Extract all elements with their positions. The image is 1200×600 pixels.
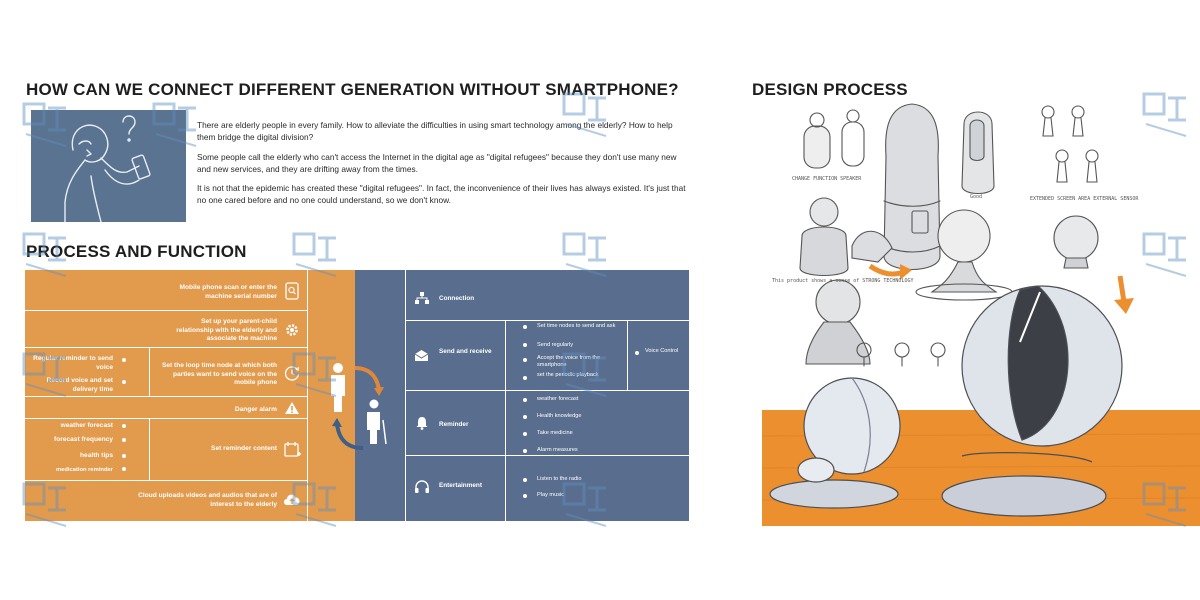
elderly-person-icon xyxy=(64,115,151,222)
divider xyxy=(149,418,150,480)
regular-reminder-text: Regular reminder to send voice xyxy=(33,355,113,371)
bullet-dot xyxy=(122,467,126,471)
bullet-dot xyxy=(523,398,527,402)
send-item-4: set the periodic playback xyxy=(537,372,599,378)
bullet-dot xyxy=(122,358,126,362)
send-item-3: Accept the voice from the smartphone xyxy=(537,355,601,369)
blue-panel-elder-side xyxy=(355,270,689,521)
record-voice-text: Record voice and set delivery time xyxy=(46,377,113,393)
reminder-item-2: Health knowledge xyxy=(537,413,582,419)
bullet-dot xyxy=(523,449,527,453)
bullet-dot xyxy=(523,343,527,347)
sketch-note-1: CHANGE FUNCTION SPEAKER xyxy=(792,176,862,182)
bullet-dot xyxy=(523,376,527,380)
sketch-note-4: This product shows a sense of STRONG TEC… xyxy=(772,278,913,284)
divider xyxy=(505,320,506,521)
calendar-add-icon xyxy=(284,442,301,457)
divider xyxy=(25,396,307,397)
warning-icon xyxy=(285,402,299,414)
divider xyxy=(25,418,307,419)
entertainment-item-1: Listen to the radio xyxy=(537,476,582,482)
bullet-dot xyxy=(523,325,527,329)
divider xyxy=(149,347,150,396)
connection-label: Connection xyxy=(439,295,475,302)
cloud-upload-text: Cloud uploads videos and audios that are… xyxy=(138,492,277,508)
title-process-and-function: PROCESS AND FUNCTION xyxy=(26,242,247,261)
title-connect-generations: HOW CAN WE CONNECT DIFFERENT GENERATION … xyxy=(26,80,679,99)
entertainment-item-2: Play music xyxy=(537,492,565,498)
bullet-dot xyxy=(122,438,126,442)
bell-icon xyxy=(416,417,428,430)
send-receive-label: Send and receive xyxy=(439,348,492,355)
elderly-phone-illustration xyxy=(31,110,186,222)
medication-reminder-text: medication reminder xyxy=(55,467,113,473)
sketch-note-2: Good xyxy=(970,194,982,200)
orange-panel-parent-side xyxy=(25,270,355,521)
parent-child-relationship-text: Set up your parent-child relationship wi… xyxy=(176,318,277,343)
scan-serial-text: Mobile phone scan or enter the machine s… xyxy=(179,284,277,300)
reminder-content-text: Set reminder content xyxy=(211,445,277,452)
divider xyxy=(405,390,689,391)
send-item-2: Send regularly xyxy=(537,342,574,348)
divider xyxy=(307,270,308,521)
speaker-sketch-image: CHANGE FUNCTION SPEAKER Good EXTENDED SC… xyxy=(761,103,1200,526)
title-design-process: DESIGN PROCESS xyxy=(752,80,908,99)
reminder-label: Reminder xyxy=(439,421,469,428)
bullet-dot xyxy=(122,380,126,384)
phone-scan-icon xyxy=(285,282,299,300)
bullet-dot xyxy=(635,351,639,355)
cloud-upload-icon xyxy=(284,494,300,505)
divider xyxy=(627,320,628,390)
parent-elder-exchange-icon xyxy=(331,363,387,450)
divider xyxy=(405,320,689,321)
bullet-dot xyxy=(523,358,527,362)
process-function-diagram: Mobile phone scan or enter the machine s… xyxy=(25,270,689,521)
bullet-dot xyxy=(523,494,527,498)
intro-paragraph-3: It is not that the epidemic has created … xyxy=(197,183,686,205)
reminder-item-4: Alarm measures xyxy=(537,447,578,453)
send-item-1: Set time nodes to send and ask xyxy=(537,323,616,329)
divider xyxy=(405,455,689,456)
weather-forecast-text: weather forecast xyxy=(60,422,113,429)
intro-paragraph-2: Some people call the elderly who can't a… xyxy=(197,152,677,174)
divider xyxy=(25,310,307,311)
bullet-dot xyxy=(523,432,527,436)
headphones-icon xyxy=(415,480,429,493)
divider xyxy=(25,480,307,481)
loop-time-text: Set the loop time node at which both par… xyxy=(161,362,277,387)
clock-cycle-icon xyxy=(284,366,300,381)
forecast-frequency-text: forecast frequency xyxy=(54,436,113,443)
entertainment-label: Entertainment xyxy=(439,482,482,489)
network-connection-icon xyxy=(415,292,429,304)
voice-control-text: Voice Control xyxy=(645,348,679,354)
reminder-item-1: weather forecast xyxy=(537,396,579,402)
bullet-dot xyxy=(523,478,527,482)
design-process-sketch: CHANGE FUNCTION SPEAKER Good EXTENDED SC… xyxy=(752,96,1200,526)
envelope-icon xyxy=(414,350,429,361)
gear-icon xyxy=(286,324,298,336)
intro-paragraph-1: There are elderly people in every family… xyxy=(197,120,673,142)
sketch-arrow-2 xyxy=(1117,275,1127,303)
health-tips-text: health tips xyxy=(80,452,113,459)
bullet-dot xyxy=(523,415,527,419)
sketch-note-3: EXTENDED SCREEN AREA EXTERNAL SENSOR xyxy=(1030,196,1139,202)
danger-alarm-text: Danger alarm xyxy=(234,406,277,413)
divider xyxy=(25,347,307,348)
divider xyxy=(405,270,406,521)
reminder-item-3: Take medicine xyxy=(537,430,573,436)
bullet-dot xyxy=(122,424,126,428)
bullet-dot xyxy=(122,454,126,458)
